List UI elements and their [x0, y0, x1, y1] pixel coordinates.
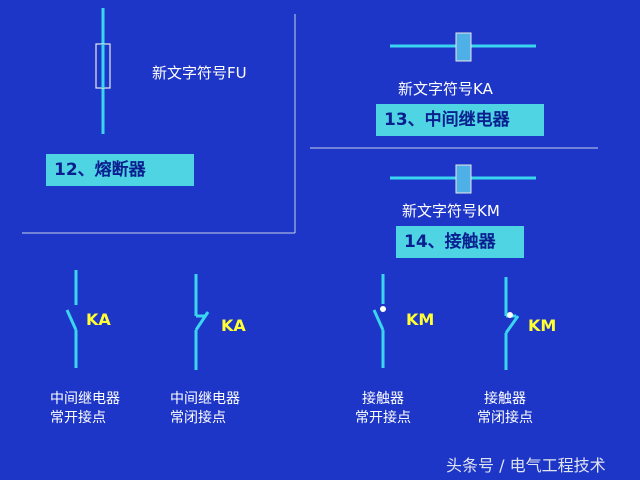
caption-line: 中间继电器 — [170, 391, 240, 407]
relay-coil-symbol — [390, 32, 536, 62]
contactor-coil-symbol — [390, 164, 536, 194]
relay-name-box: 13、中间继电器 — [376, 104, 544, 136]
panel-divider — [22, 14, 598, 234]
watermark-text: 头条号 / 电气工程技术 — [446, 456, 606, 475]
contact-tag-km-nc: KM — [528, 316, 557, 335]
contact-tag-km-no: KM — [406, 310, 435, 329]
contactor-symbol-label: 新文字符号KM — [402, 202, 500, 220]
caption-line: 接触器 — [484, 391, 526, 407]
caption-line: 常闭接点 — [170, 410, 226, 426]
caption-line: 中间继电器 — [50, 391, 120, 407]
ka-normally-open-contact — [65, 270, 78, 368]
contact-tag-ka-no: KA — [86, 310, 111, 329]
caption-line: 常开接点 — [355, 410, 411, 426]
relay-symbol-label: 新文字符号KA — [398, 80, 493, 98]
fuse-symbol-label: 新文字符号FU — [152, 64, 247, 82]
km-normally-open-contact — [372, 274, 386, 368]
fuse-symbol — [95, 8, 111, 134]
ka-normally-closed-contact — [194, 274, 210, 370]
contact-caption-ka-no: 中间继电器 常开接点 — [50, 390, 120, 428]
contact-caption-km-no: 接触器 常开接点 — [352, 390, 414, 428]
fuse-name-box: 12、熔断器 — [46, 154, 194, 186]
contactor-name-box: 14、接触器 — [396, 226, 524, 258]
caption-line: 接触器 — [362, 391, 404, 407]
caption-line: 常开接点 — [50, 410, 106, 426]
contact-caption-km-nc: 接触器 常闭接点 — [474, 390, 536, 428]
caption-line: 常闭接点 — [477, 410, 533, 426]
km-normally-closed-contact — [504, 277, 520, 370]
contact-caption-ka-nc: 中间继电器 常闭接点 — [170, 390, 240, 428]
contact-tag-ka-nc: KA — [221, 316, 246, 335]
